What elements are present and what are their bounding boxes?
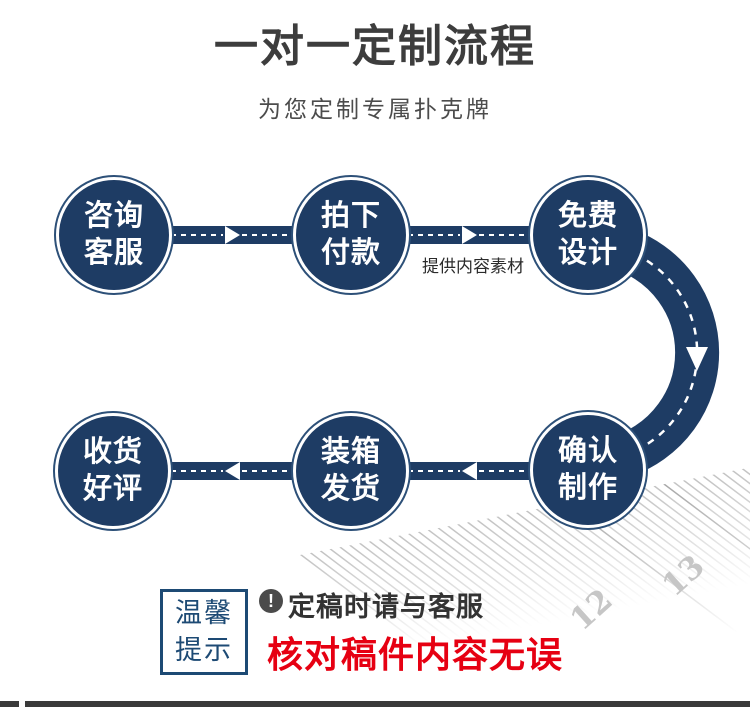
notice-text: 定稿时请与客服: [288, 592, 484, 622]
arrow-left-icon: [225, 462, 240, 480]
step-circle-receive-review: 收货 好评: [53, 411, 173, 531]
material-note: 提供内容素材: [422, 257, 524, 276]
warm-tip-box: 温馨 提示: [160, 589, 248, 675]
exclamation-icon: !: [259, 589, 283, 613]
step-circle-confirm-produce: 确认 制作: [528, 410, 648, 530]
notice-warning-text: 核对稿件内容无误: [267, 634, 564, 675]
page-subtitle: 为您定制专属扑克牌: [258, 96, 492, 122]
arrow-left-icon: [462, 462, 477, 480]
section-divider-bar: [0, 701, 750, 707]
step-circle-pack-ship: 装箱 发货: [291, 411, 411, 531]
header: 一对一定制流程 为您定制专属扑克牌: [0, 0, 750, 124]
step-circle-order-pay: 拍下 付款: [291, 175, 411, 295]
step-circle-consult: 咨询 客服: [54, 175, 174, 295]
page-title: 一对一定制流程: [214, 22, 536, 71]
arrow-right-icon: [225, 226, 240, 244]
curve-arrow-down-icon: [686, 347, 708, 371]
step-circle-free-design: 免费 设计: [528, 175, 648, 295]
arrow-right-icon: [462, 226, 477, 244]
